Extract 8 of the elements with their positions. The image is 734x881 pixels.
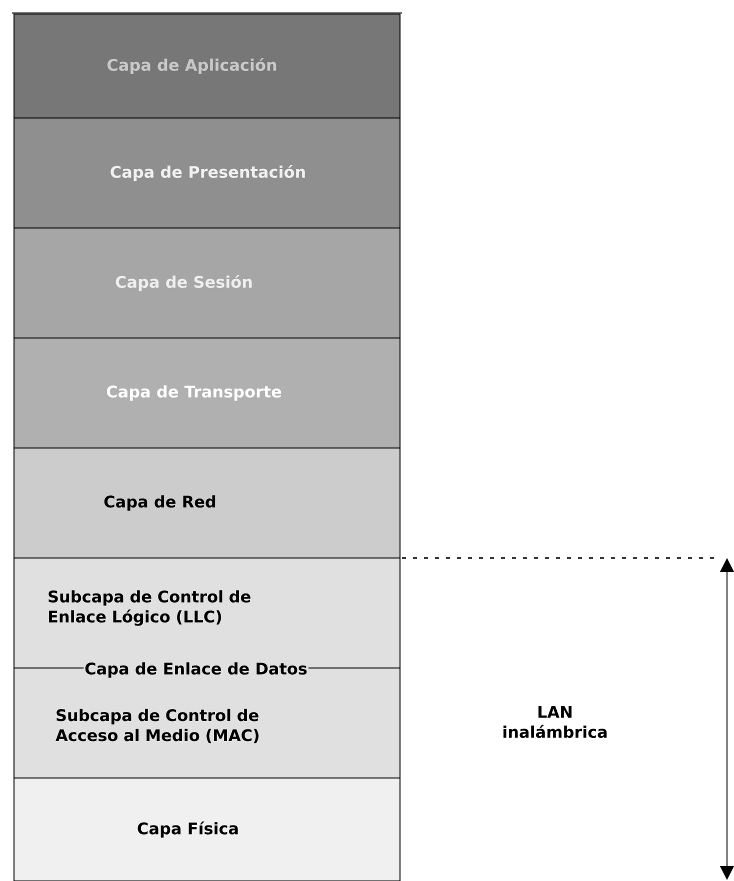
layer-box: Capa de Presentación [14, 118, 400, 228]
layer-box: Capa de Transporte [14, 338, 400, 448]
layer-box: Capa Física [14, 778, 400, 881]
layer-label: Capa de Enlace de Datos [84, 661, 308, 679]
layer-box: Capa de Aplicación [14, 14, 400, 118]
layer-box: Capa de Sesión [14, 228, 400, 338]
layer-box: Capa de Red [14, 448, 400, 558]
layer-label: LAN inalámbrica [503, 706, 607, 738]
